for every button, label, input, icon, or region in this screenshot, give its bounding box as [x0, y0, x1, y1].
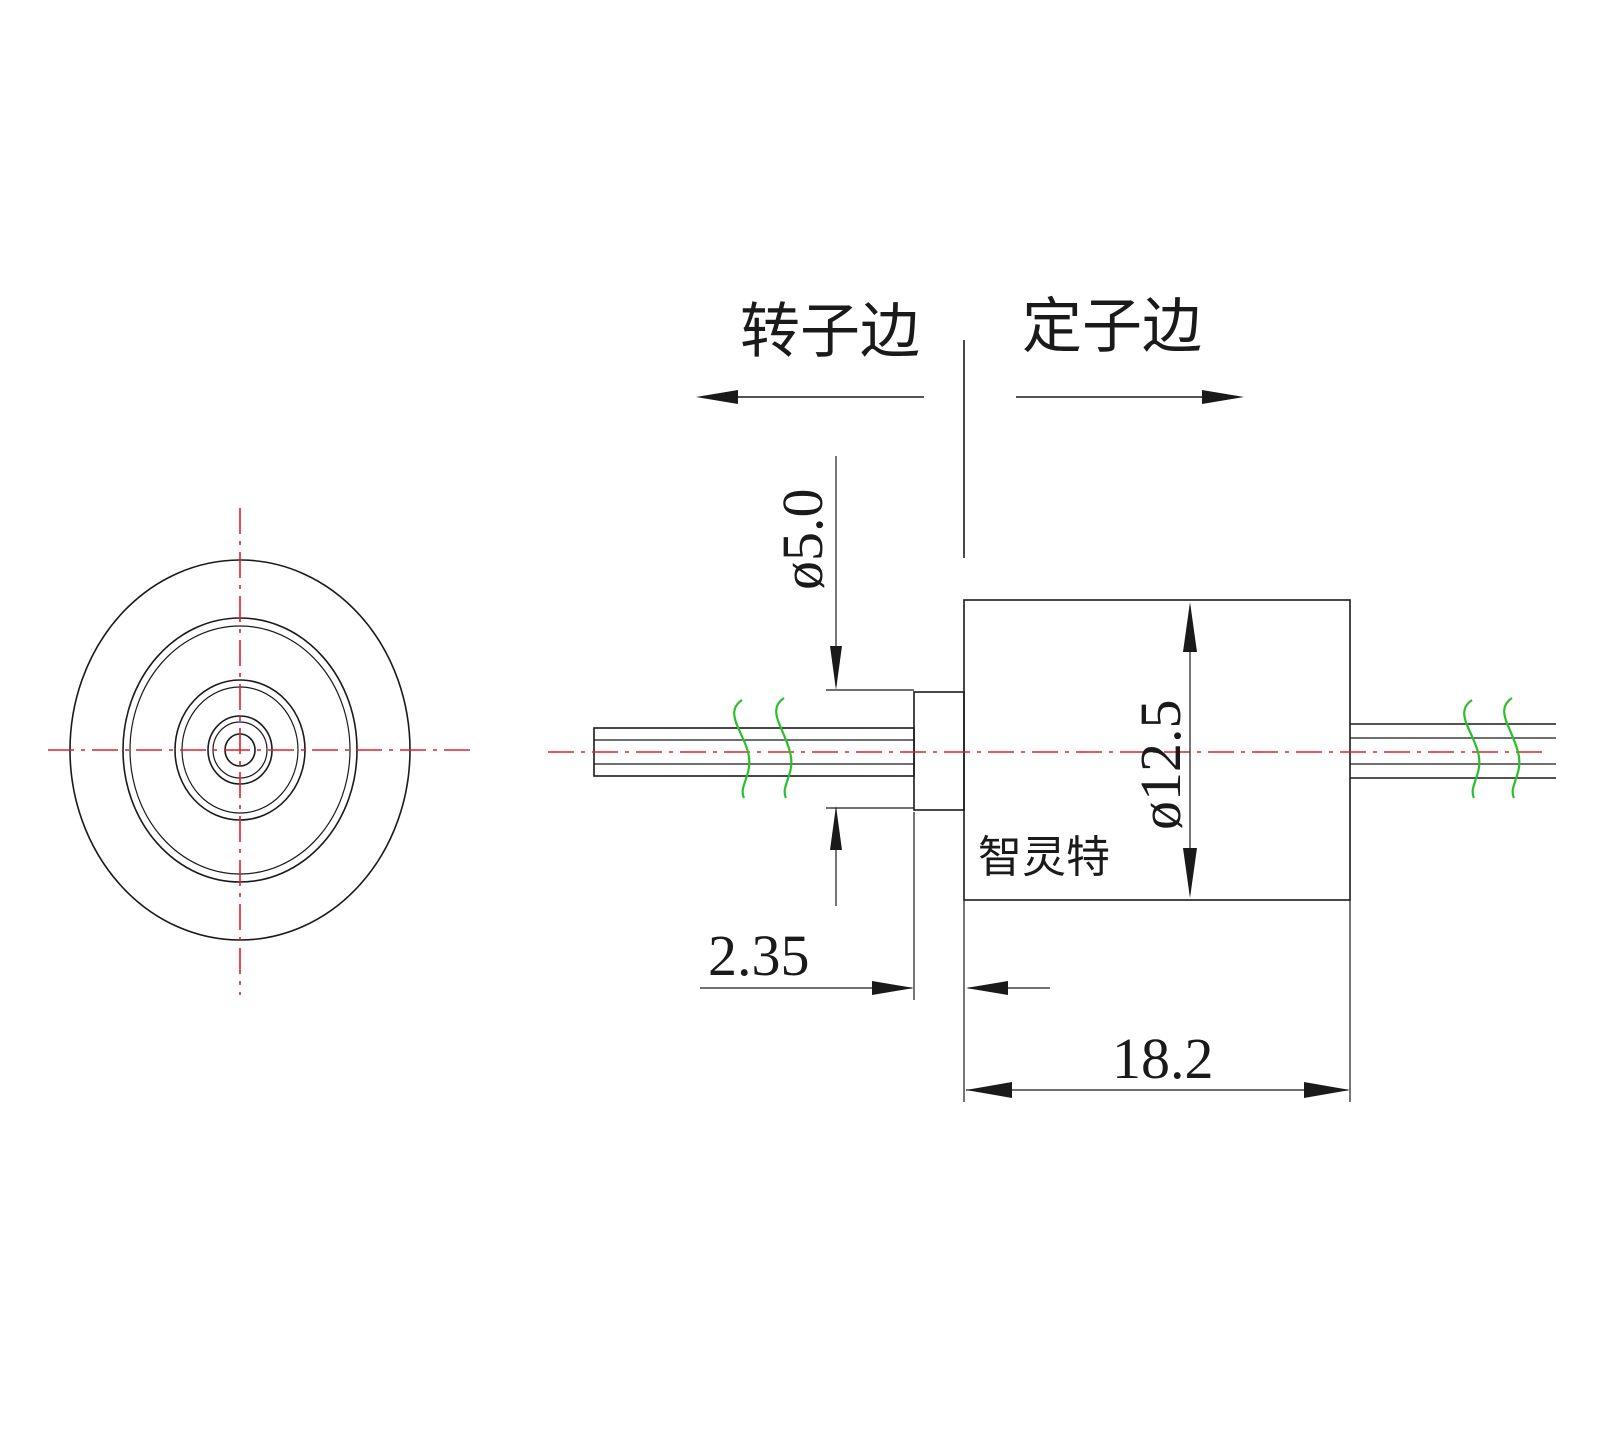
- body-length-label: 18.2: [1112, 1026, 1214, 1091]
- side-indicator: 转子边 定子边: [696, 292, 1244, 558]
- stator-break-mark-1: [1463, 699, 1481, 799]
- stator-wire-bundle: [1350, 723, 1556, 779]
- rotor-break-mark-1: [733, 699, 751, 799]
- flange-length-dimension: 2.35: [700, 812, 1050, 1102]
- slip-ring-body: [963, 599, 1351, 901]
- end-view: [48, 508, 475, 995]
- rotor-flange: [913, 691, 965, 811]
- body-diameter-label: ø12.5: [1128, 700, 1193, 831]
- shaft-diameter-label: ø5.0: [770, 489, 835, 591]
- rotor-break-mark-2: [775, 697, 793, 799]
- stator-side-arrowhead: [1202, 390, 1244, 404]
- body-diameter-dimension: ø12.5: [1128, 602, 1197, 898]
- body-length-dimension: 18.2: [966, 900, 1351, 1102]
- stator-break-mark-2: [1503, 697, 1521, 799]
- rotor-side-label: 转子边: [740, 297, 920, 367]
- brand-label: 智灵特: [978, 832, 1110, 883]
- stator-side-label: 定子边: [1022, 292, 1202, 362]
- side-view: [548, 599, 1556, 901]
- rotor-side-arrowhead: [696, 390, 738, 404]
- flange-length-label: 2.35: [708, 923, 810, 988]
- shaft-diameter-dimension: ø5.0: [770, 456, 914, 906]
